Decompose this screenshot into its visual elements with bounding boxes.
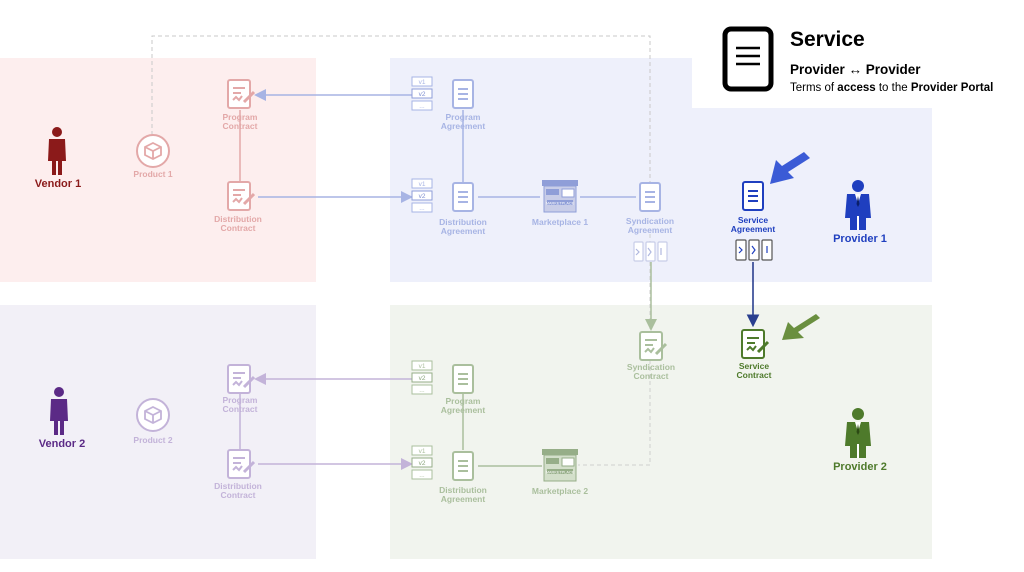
distribution-agreement-icon-2 (452, 451, 474, 481)
program-agreement-icon-1 (452, 79, 474, 109)
version-stack-program-2: v1 v2 ... (411, 360, 433, 395)
distribution-agreement-label-2: Distribution Agreement (439, 485, 487, 505)
distribution-contract-icon-1 (227, 181, 256, 211)
legend-title: Service (790, 28, 865, 51)
version-label: v1 (419, 79, 426, 86)
program-contract-label-1: Program Contract (222, 112, 258, 132)
vendor-2-label: Vendor 2 (38, 438, 86, 450)
program-agreement-label-2: Program Agreement (440, 396, 486, 416)
syndication-permission-badge (633, 241, 668, 262)
service-contract-label: Service Contract (736, 361, 772, 381)
legend-desc-prefix: Terms of (790, 82, 838, 94)
vendor-2-person-icon (50, 387, 68, 435)
distribution-contract-icon-2 (227, 449, 256, 479)
distribution-agreement-label-1: Distribution Agreement (439, 217, 487, 237)
product-1-icon (136, 134, 170, 168)
version-label: v2 (419, 375, 426, 382)
version-label: ... (419, 472, 425, 479)
legend-desc-portal: Provider Portal (910, 82, 994, 94)
legend: Service Provider ↔ Provider Terms of acc… (692, 10, 1014, 108)
provider-2-person-icon (845, 408, 871, 458)
version-label: v1 (419, 181, 426, 188)
marketplace-2-icon: MARKETPLACE (542, 449, 578, 482)
service-agreement-label: Service Agreement (730, 215, 776, 235)
vendor-1-person-icon (48, 127, 66, 175)
marketplace-sign: MARKETPLACE (546, 470, 575, 474)
legend-description: Terms of access to the Provider Portal (790, 82, 993, 94)
provider-1-label: Provider 1 (833, 233, 887, 245)
service-contract-icon (741, 329, 770, 359)
product-1-label: Product 1 (133, 169, 173, 179)
service-permission-badge (735, 239, 773, 261)
version-label: ... (419, 205, 425, 212)
version-stack-distribution-2: v1 v2 ... (411, 445, 433, 480)
product-2-label: Product 2 (133, 435, 173, 445)
syndication-agreement-label: Syndication Agreement (625, 216, 675, 236)
document-icon (722, 26, 774, 92)
distribution-contract-label-1: Distribution Contract (214, 214, 262, 234)
syndication-contract-label: Syndication Contract (626, 362, 676, 382)
distribution-agreement-icon-1 (452, 182, 474, 212)
marketplace-1-icon: MARKETPLACE (542, 180, 578, 213)
syndication-contract-icon (639, 331, 668, 361)
marketplace-2-label: Marketplace 2 (531, 486, 589, 496)
dashed-loop-line (151, 35, 651, 184)
syndication-agreement-icon (639, 182, 661, 212)
program-contract-icon-2 (227, 364, 256, 394)
version-label: v2 (419, 460, 426, 467)
legend-desc-middle: to the (875, 82, 911, 94)
program-contract-icon-1 (227, 79, 256, 109)
program-agreement-label-1: Program Agreement (440, 112, 486, 132)
distribution-contract-label-2: Distribution Contract (214, 481, 262, 501)
vendor-1-label: Vendor 1 (34, 178, 82, 190)
provider-2-label: Provider 2 (833, 461, 887, 473)
marketplace-1-label: Marketplace 1 (531, 217, 589, 227)
marketplace-sign: MARKETPLACE (546, 201, 575, 205)
version-label: v1 (419, 363, 426, 370)
version-label: v2 (419, 91, 426, 98)
version-label: v1 (419, 448, 426, 455)
service-agreement-icon (742, 181, 764, 211)
version-label: ... (419, 387, 425, 394)
dashed-loop-line-2 (578, 234, 651, 466)
program-contract-label-2: Program Contract (222, 395, 258, 415)
version-stack-program-1: v1 v2 ... (411, 76, 433, 111)
program-agreement-icon-2 (452, 364, 474, 394)
version-label: ... (419, 103, 425, 110)
version-stack-distribution-1: v1 v2 ... (411, 178, 433, 213)
blue-callout-arrow-icon (770, 152, 810, 184)
green-callout-arrow-icon (782, 314, 820, 340)
vendor-2-zone (0, 305, 316, 559)
legend-subtitle: Provider ↔ Provider (790, 62, 921, 77)
version-label: v2 (419, 193, 426, 200)
legend-desc-access: access (837, 82, 876, 94)
product-2-icon (136, 398, 170, 432)
provider-1-person-icon (845, 180, 871, 230)
